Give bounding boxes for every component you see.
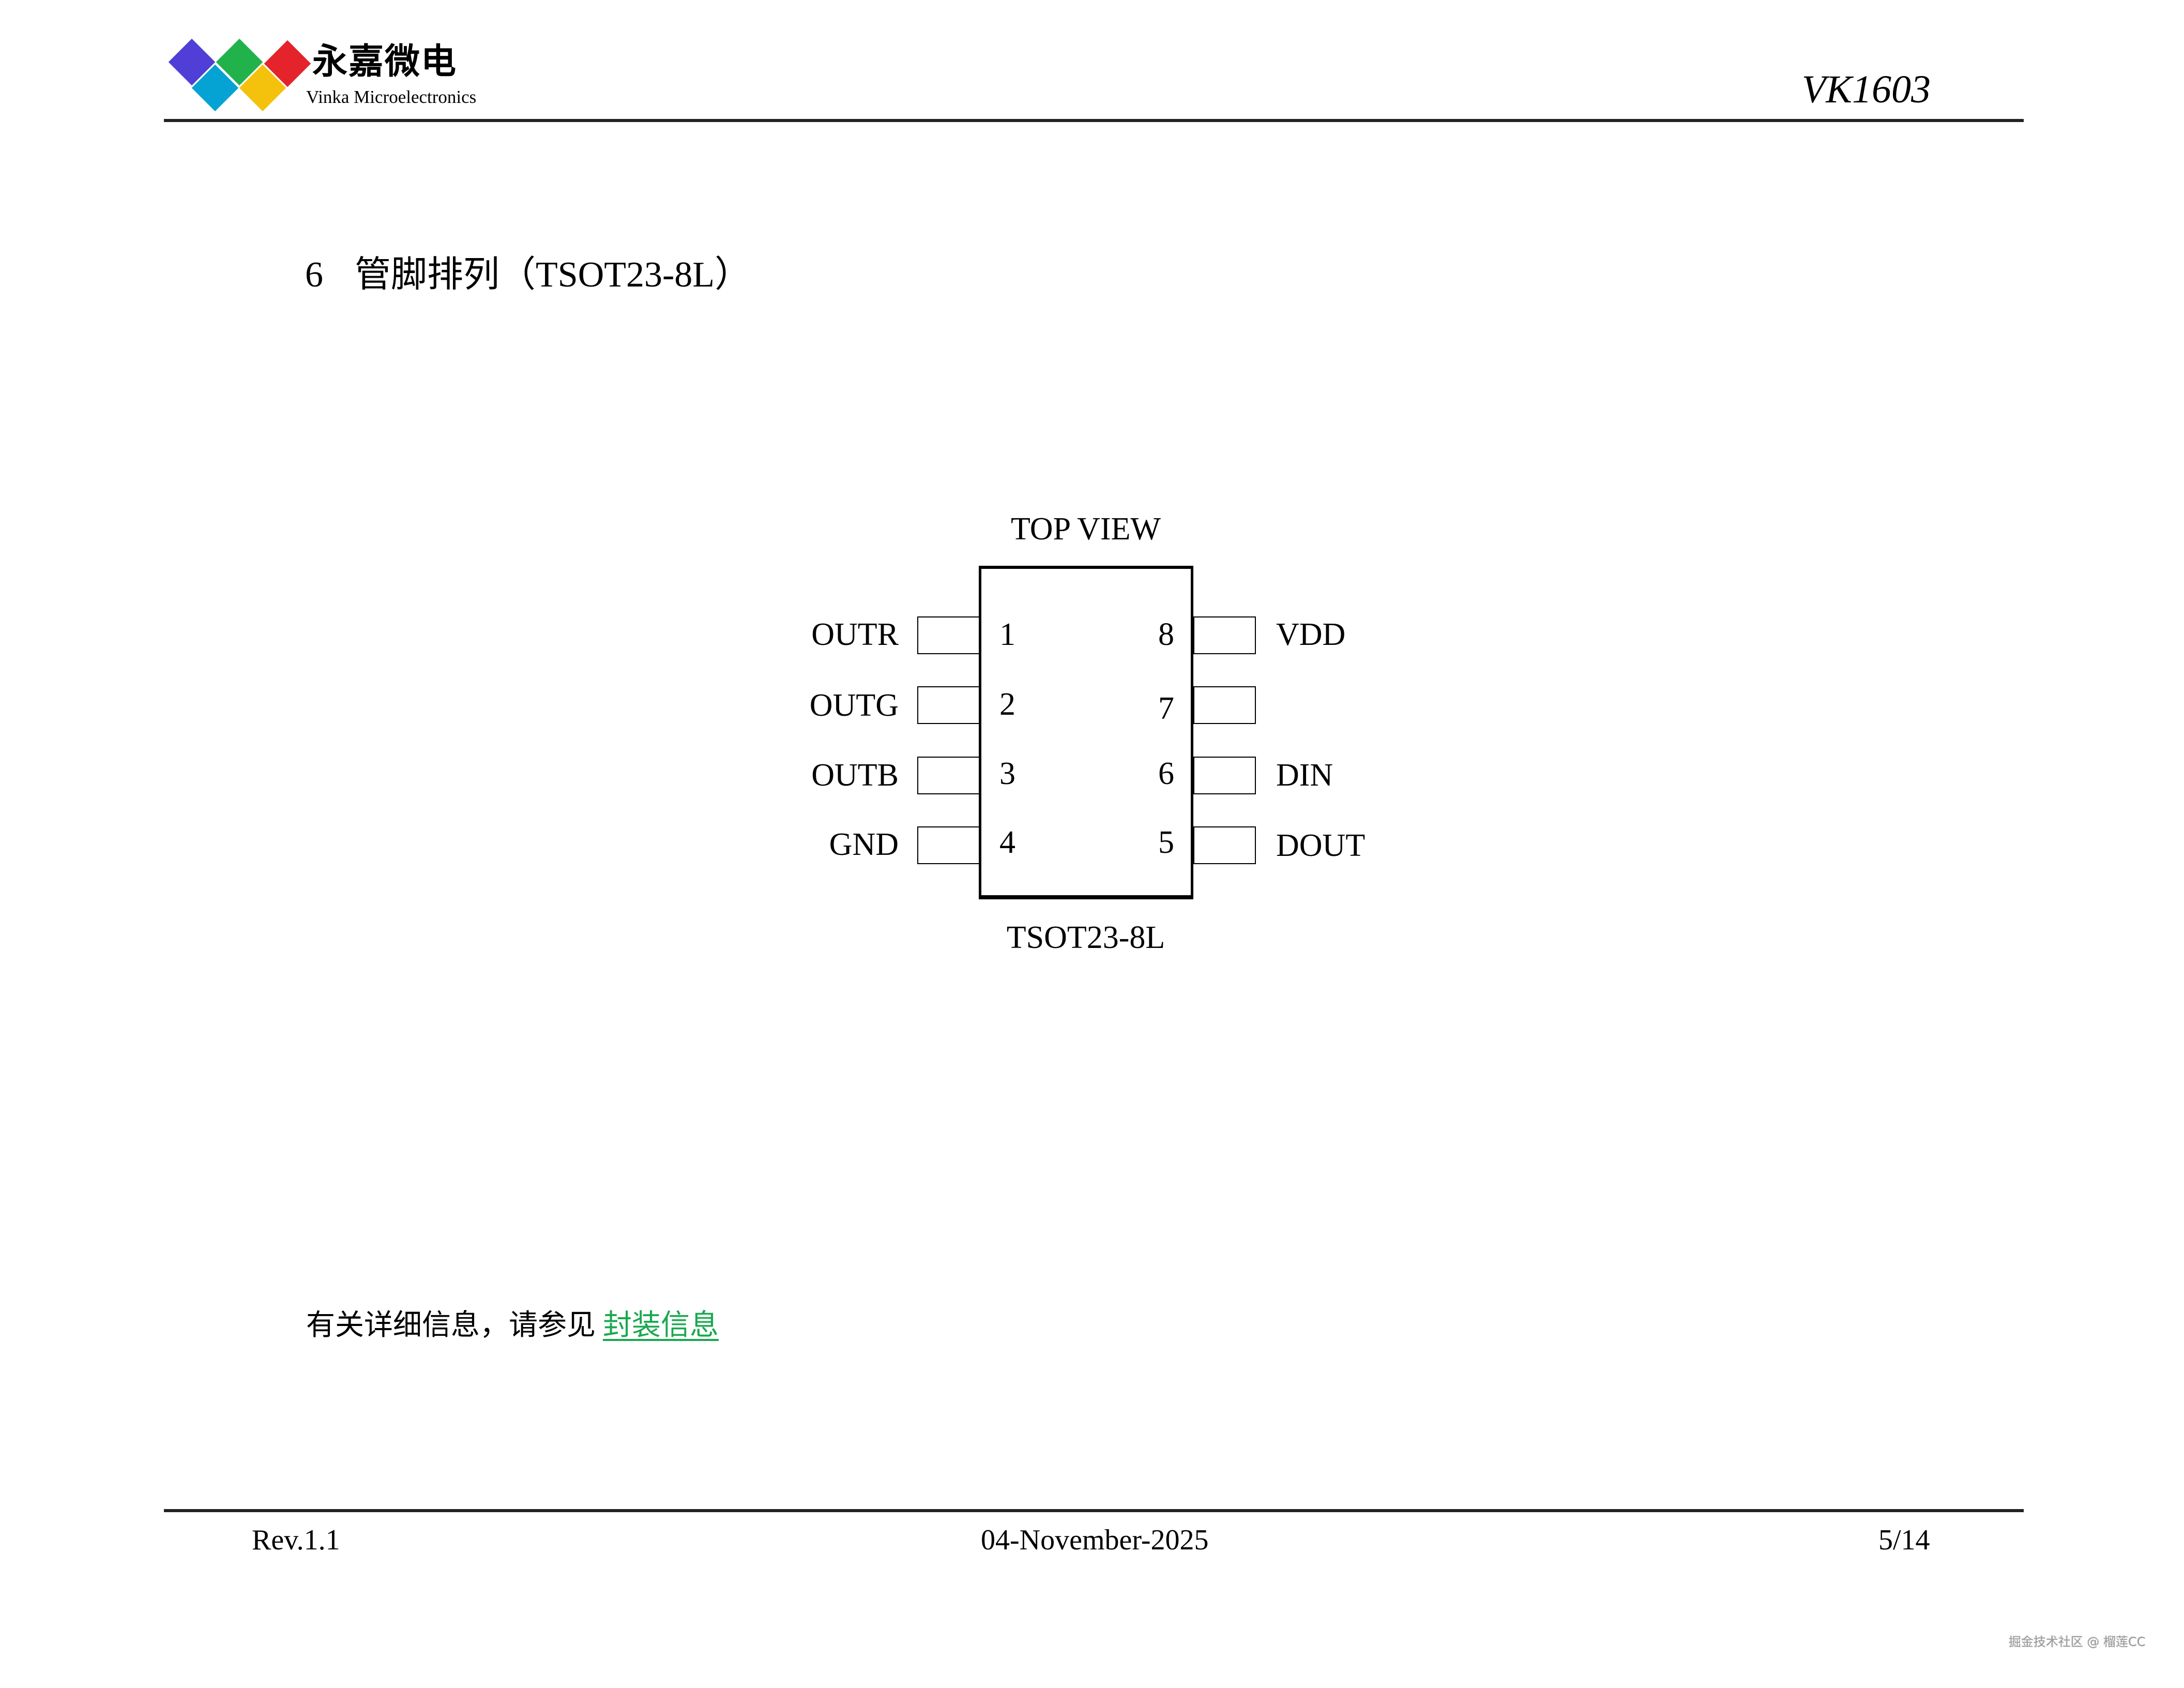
footer-divider (164, 1509, 2024, 1512)
reference-sentence: 有关详细信息，请参见 封装信息 (306, 1308, 719, 1343)
pin-pad-7 (1193, 686, 1256, 724)
footer-page-number: 5/14 (1878, 1524, 1930, 1556)
pin-label-dout: DOUT (1276, 828, 1366, 863)
pin-number-8: 8 (1158, 617, 1174, 652)
pin-pad-4 (917, 826, 980, 864)
section-title: 管脚排列（TSOT23-8L） (355, 255, 751, 295)
header-divider (164, 119, 2024, 122)
pin-label-outb: OUTB (811, 758, 899, 793)
logo-en-name: Vinka Microelectronics (306, 87, 477, 107)
pin-label-outr: OUTR (811, 617, 899, 652)
pin-number-6: 6 (1158, 756, 1174, 791)
footer-revision: Rev.1.1 (252, 1524, 340, 1556)
pin-number-5: 5 (1158, 825, 1174, 860)
pin-pad-8 (1193, 616, 1256, 654)
document-id: VK1603 (1801, 68, 1931, 111)
watermark: 掘金技术社区 @ 榴莲CC (2009, 1635, 2146, 1649)
pin-label-vdd: VDD (1276, 617, 1346, 652)
pin-label-din: DIN (1276, 758, 1333, 793)
pin-label-gnd: GND (829, 827, 899, 862)
pin-number-2: 2 (999, 687, 1015, 722)
package-caption: TSOT23-8L (1006, 920, 1165, 955)
pin-pad-2 (917, 686, 980, 724)
pin-pad-5 (1193, 826, 1256, 864)
top-view-caption: TOP VIEW (1011, 511, 1161, 547)
pin-number-3: 3 (999, 756, 1015, 791)
pin-pad-3 (917, 757, 980, 794)
pin-pad-6 (1193, 757, 1256, 794)
pin-number-7: 7 (1158, 691, 1174, 726)
pin-number-1: 1 (999, 617, 1015, 652)
section-number: 6 (305, 255, 323, 295)
logo-cn-name: 永嘉微电 (312, 41, 458, 82)
pin-pad-1 (917, 616, 980, 654)
package-info-link[interactable]: 封装信息 (603, 1309, 719, 1342)
chip-body (979, 566, 1193, 899)
reference-text: 有关详细信息，请参见 (306, 1309, 603, 1342)
section-heading: 6 管脚排列（TSOT23-8L） (305, 254, 751, 296)
pin-label-outg: OUTG (809, 688, 899, 723)
pin-number-4: 4 (999, 825, 1015, 860)
footer-date: 04-November-2025 (981, 1524, 1209, 1556)
